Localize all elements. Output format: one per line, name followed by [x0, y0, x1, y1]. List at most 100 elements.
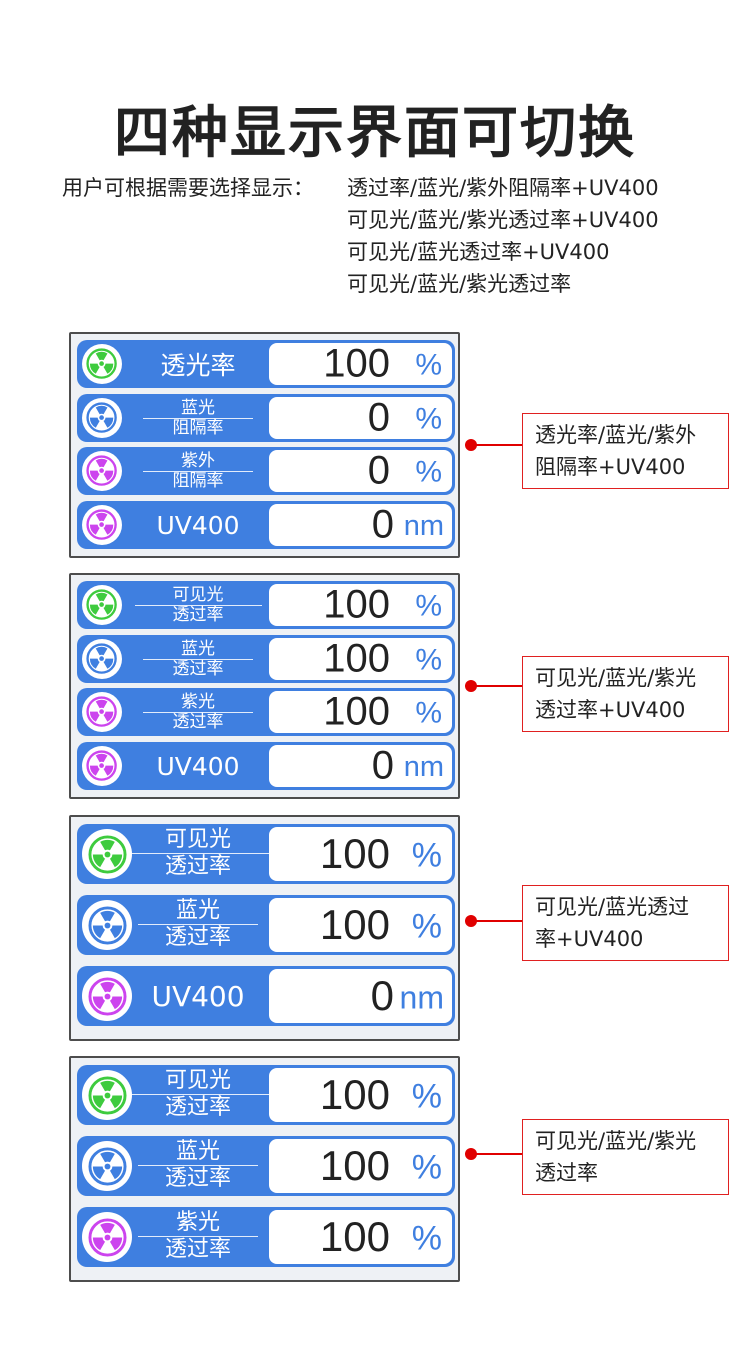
reading-value-box: 100% [269, 636, 452, 681]
radiation-icon-badge [82, 829, 132, 879]
page-title: 四种显示界面可切换 [114, 101, 636, 166]
reading-unit: % [415, 455, 442, 489]
reading-label: 紫光透过率 [123, 688, 273, 736]
reading-label-line1: 蓝光 [137, 899, 258, 925]
radiation-icon-badge [82, 746, 122, 786]
reading-label: 蓝光透过率 [123, 1136, 273, 1196]
reading-unit: nm [399, 979, 444, 1016]
radiation-icon-badge [82, 1212, 132, 1262]
reading-value: 100 [319, 901, 390, 948]
reading-label-line1: 蓝光 [143, 399, 253, 419]
reading-label: 蓝光阻隔率 [123, 394, 273, 442]
option-list: 透过率/蓝光/紫外阻隔率+UV400 可见光/蓝光/紫光透过率+UV400 可见… [347, 172, 659, 300]
mode-callout-line: 透过率+UV400 [535, 698, 686, 722]
reading-label-line2: 透过率 [172, 658, 224, 679]
reading-unit: % [415, 348, 442, 382]
reading-value-box: 0% [269, 395, 452, 440]
reading-label-line1: 紫光 [137, 1211, 258, 1237]
radiation-icon-badge [82, 585, 122, 625]
reading-unit: nm [403, 510, 444, 543]
reading-unit: nm [403, 751, 444, 784]
radiation-icon-badge [82, 971, 132, 1021]
reading-value: 100 [323, 636, 390, 681]
reading-label: 蓝光透过率 [123, 895, 273, 955]
reading-label-line1: 可见光 [134, 586, 262, 606]
reading-value: 0 [371, 743, 394, 788]
reading-label: 可见光透过率 [123, 824, 273, 884]
reading-unit: % [411, 1077, 442, 1116]
reading-value-box: 0% [269, 449, 452, 493]
radiation-icon-badge [82, 1141, 132, 1191]
reading-value: 0 [367, 395, 390, 440]
reading-label: UV400 [123, 501, 273, 549]
mode-callout: 可见光/蓝光透过率+UV400 [522, 885, 729, 961]
reading-value-box: 100% [269, 827, 452, 881]
reading-label: 可见光透过率 [123, 581, 273, 629]
radiation-icon-badge [82, 692, 122, 732]
reading-label-line2: 透过率 [172, 604, 224, 625]
reading-unit: % [415, 589, 442, 623]
reading-label-line1: 紫外 [143, 452, 253, 472]
reading-value-box: 100% [269, 582, 452, 627]
reading-value: 100 [319, 1071, 390, 1118]
reading-value-box: 0 nm [269, 743, 452, 788]
mode-callout-line: 透光率/蓝光/紫外 [535, 423, 697, 447]
reading-label-text: UV400 [151, 979, 245, 1013]
reading-value: 100 [323, 582, 390, 627]
connector-line [470, 1153, 522, 1155]
reading-value: 100 [319, 1142, 390, 1189]
mode-callout-line: 可见光/蓝光/紫光 [535, 1129, 697, 1153]
reading-value-box: 100% [269, 1068, 452, 1122]
reading-label-line2: 透过率 [164, 1237, 231, 1262]
radiation-icon [87, 1217, 127, 1257]
reading-row: 紫光透过率 100% [77, 1207, 455, 1267]
mode-callout-line: 阻隔率+UV400 [535, 455, 686, 479]
reading-label-line1: 可见光 [126, 1069, 269, 1095]
reading-value: 100 [319, 830, 390, 877]
reading-value: 0 [370, 972, 394, 1019]
reading-label-text: UV400 [156, 510, 240, 540]
reading-label-text: 透光率 [160, 351, 236, 380]
radiation-icon-badge [82, 505, 122, 545]
radiation-icon [87, 1075, 127, 1115]
reading-unit: % [411, 907, 442, 946]
radiation-icon [86, 455, 118, 487]
reading-unit: % [415, 643, 442, 677]
reading-label-text: UV400 [156, 751, 240, 781]
radiation-icon [86, 696, 118, 728]
reading-unit: % [411, 1219, 442, 1258]
reading-row: 蓝光透过率 100% [77, 895, 455, 955]
reading-label: 透光率 [123, 340, 273, 388]
mode-callout: 可见光/蓝光/紫光透过率 [522, 1119, 729, 1195]
option-item: 可见光/蓝光/紫光透过率+UV400 [347, 208, 659, 232]
radiation-icon-badge [82, 451, 122, 491]
reading-row: 蓝光透过率 100% [77, 1136, 455, 1196]
mode-callout-line: 可见光/蓝光/紫光 [535, 666, 697, 690]
radiation-icon [86, 509, 118, 541]
reading-value: 100 [319, 1213, 390, 1260]
reading-label-line2: 透过率 [164, 925, 231, 950]
reading-unit: % [411, 1148, 442, 1187]
reading-label: UV400 [123, 742, 273, 790]
intro-label-text: 用户可根据需要选择显示： [62, 176, 314, 200]
reading-value-box: 100% [269, 1210, 452, 1264]
reading-value: 0 [371, 502, 394, 547]
connector-line [470, 444, 522, 446]
reading-label-line1: 紫光 [143, 693, 253, 713]
reading-value-box: 0 nm [269, 502, 452, 547]
reading-label-line2: 透过率 [164, 854, 231, 879]
mode-callout-line: 可见光/蓝光透过 [535, 895, 690, 919]
radiation-icon [86, 643, 118, 675]
connector-line [470, 685, 522, 687]
radiation-icon [87, 905, 127, 945]
reading-label: 可见光透过率 [123, 1065, 273, 1125]
reading-unit: % [411, 836, 442, 875]
